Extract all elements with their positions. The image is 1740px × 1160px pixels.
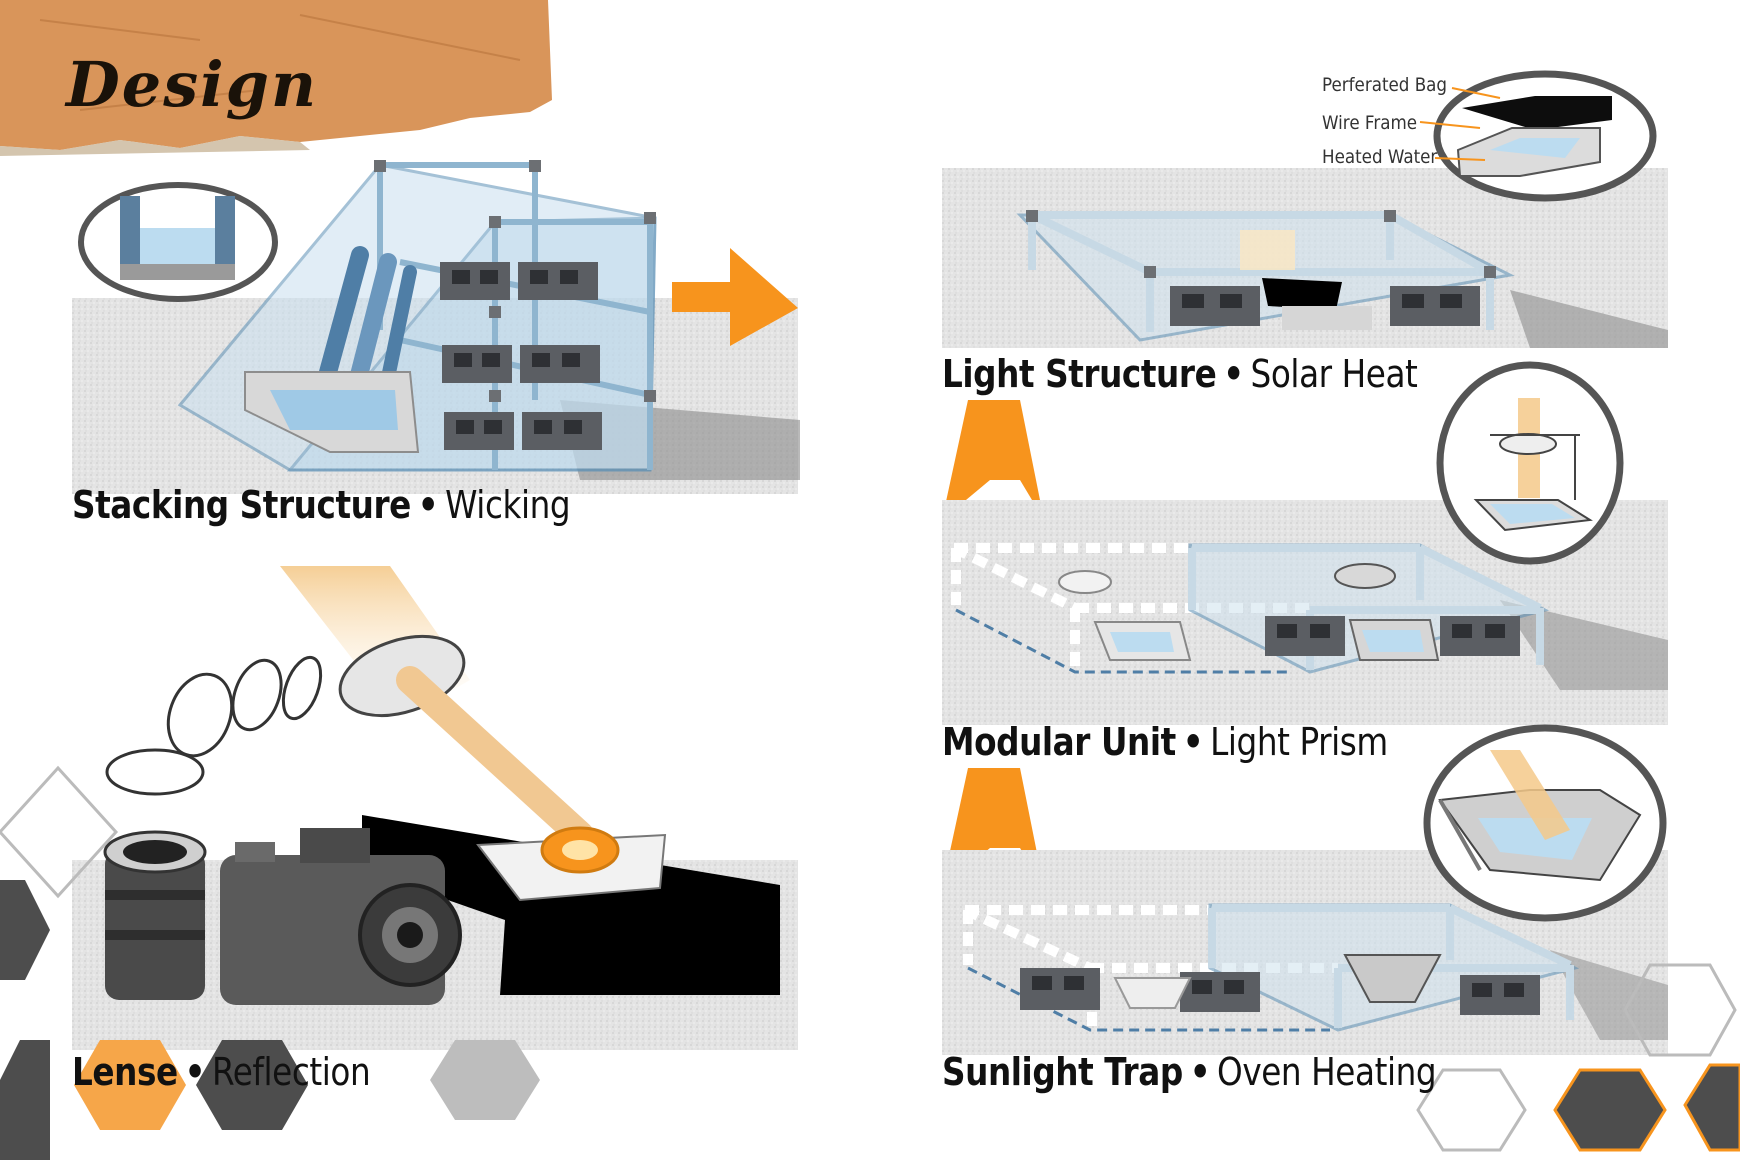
caption-name: Light Structure [942,352,1217,396]
panel-lense [72,566,798,1050]
panel-sunlight-trap [942,724,1668,1055]
caption-light-structure: Light Structure•Solar Heat [942,352,1418,396]
black-surface [362,815,780,995]
bullet-separator: • [1223,352,1244,396]
caption-name: Lense [72,1050,178,1094]
caption-lense: Lense•Reflection [72,1050,371,1094]
hexagon-icon [1553,1068,1667,1152]
hexagon-icon [1416,1068,1527,1152]
caption-method: Solar Heat [1250,352,1418,396]
caption-sunlight-trap: Sunlight Trap•Oven Heating [942,1050,1437,1094]
page-title: Design [66,48,319,121]
caption-stacking-structure: Stacking Structure•Wicking [72,483,571,527]
caption-name: Modular Unit [942,720,1176,764]
hexagon-icon [1623,963,1737,1057]
panel-modular-unit [942,361,1668,725]
bullet-separator: • [1182,720,1204,764]
panel-light-structure [942,70,1668,348]
label-wire-frame: Wire Frame [1322,112,1418,134]
arrow-right-icon [672,248,798,346]
caption-name: Sunlight Trap [942,1050,1183,1094]
hexagon-icon [0,765,119,899]
frame-joints [374,160,656,402]
lens-icon [103,830,207,1000]
bullet-separator: • [1189,1050,1211,1094]
caption-modular-unit: Modular Unit•Light Prism [942,723,1388,761]
arrow-down-icon [942,400,1044,520]
bullet-separator: • [417,483,439,527]
camera-icon [220,828,462,1005]
hexagon-icon [430,1040,540,1120]
hexagon-icon [0,880,50,980]
lens-ring-3 [231,658,283,732]
cardboard-header [0,0,552,156]
tray-water [270,390,398,430]
label-perforated-bag: Perferated Bag [1322,74,1448,96]
panel-stacking-structure [72,160,800,494]
lens-ring-2 [166,672,234,758]
caption-method: Wicking [445,483,571,527]
caption-method: Reflection [211,1050,371,1094]
hexagon-icon [74,1040,186,1130]
hexagon-icon [196,1040,308,1130]
caption-name: Stacking Structure [72,483,411,527]
hexagon-decor [0,765,1740,1160]
focused-beam [396,666,594,849]
lens-ring-1 [105,748,205,796]
caption-method: Light Prism [1210,720,1388,764]
label-heated-water: Heated Water [1322,146,1438,168]
caption-method: Oven Heating [1217,1050,1437,1094]
perforated-bag [1262,278,1342,310]
hexagon-icon [0,1040,50,1160]
bullet-separator: • [184,1050,206,1094]
lens-ring-4 [281,655,323,721]
cinder-blocks [440,262,602,450]
hexagon-icon [1683,1063,1740,1152]
